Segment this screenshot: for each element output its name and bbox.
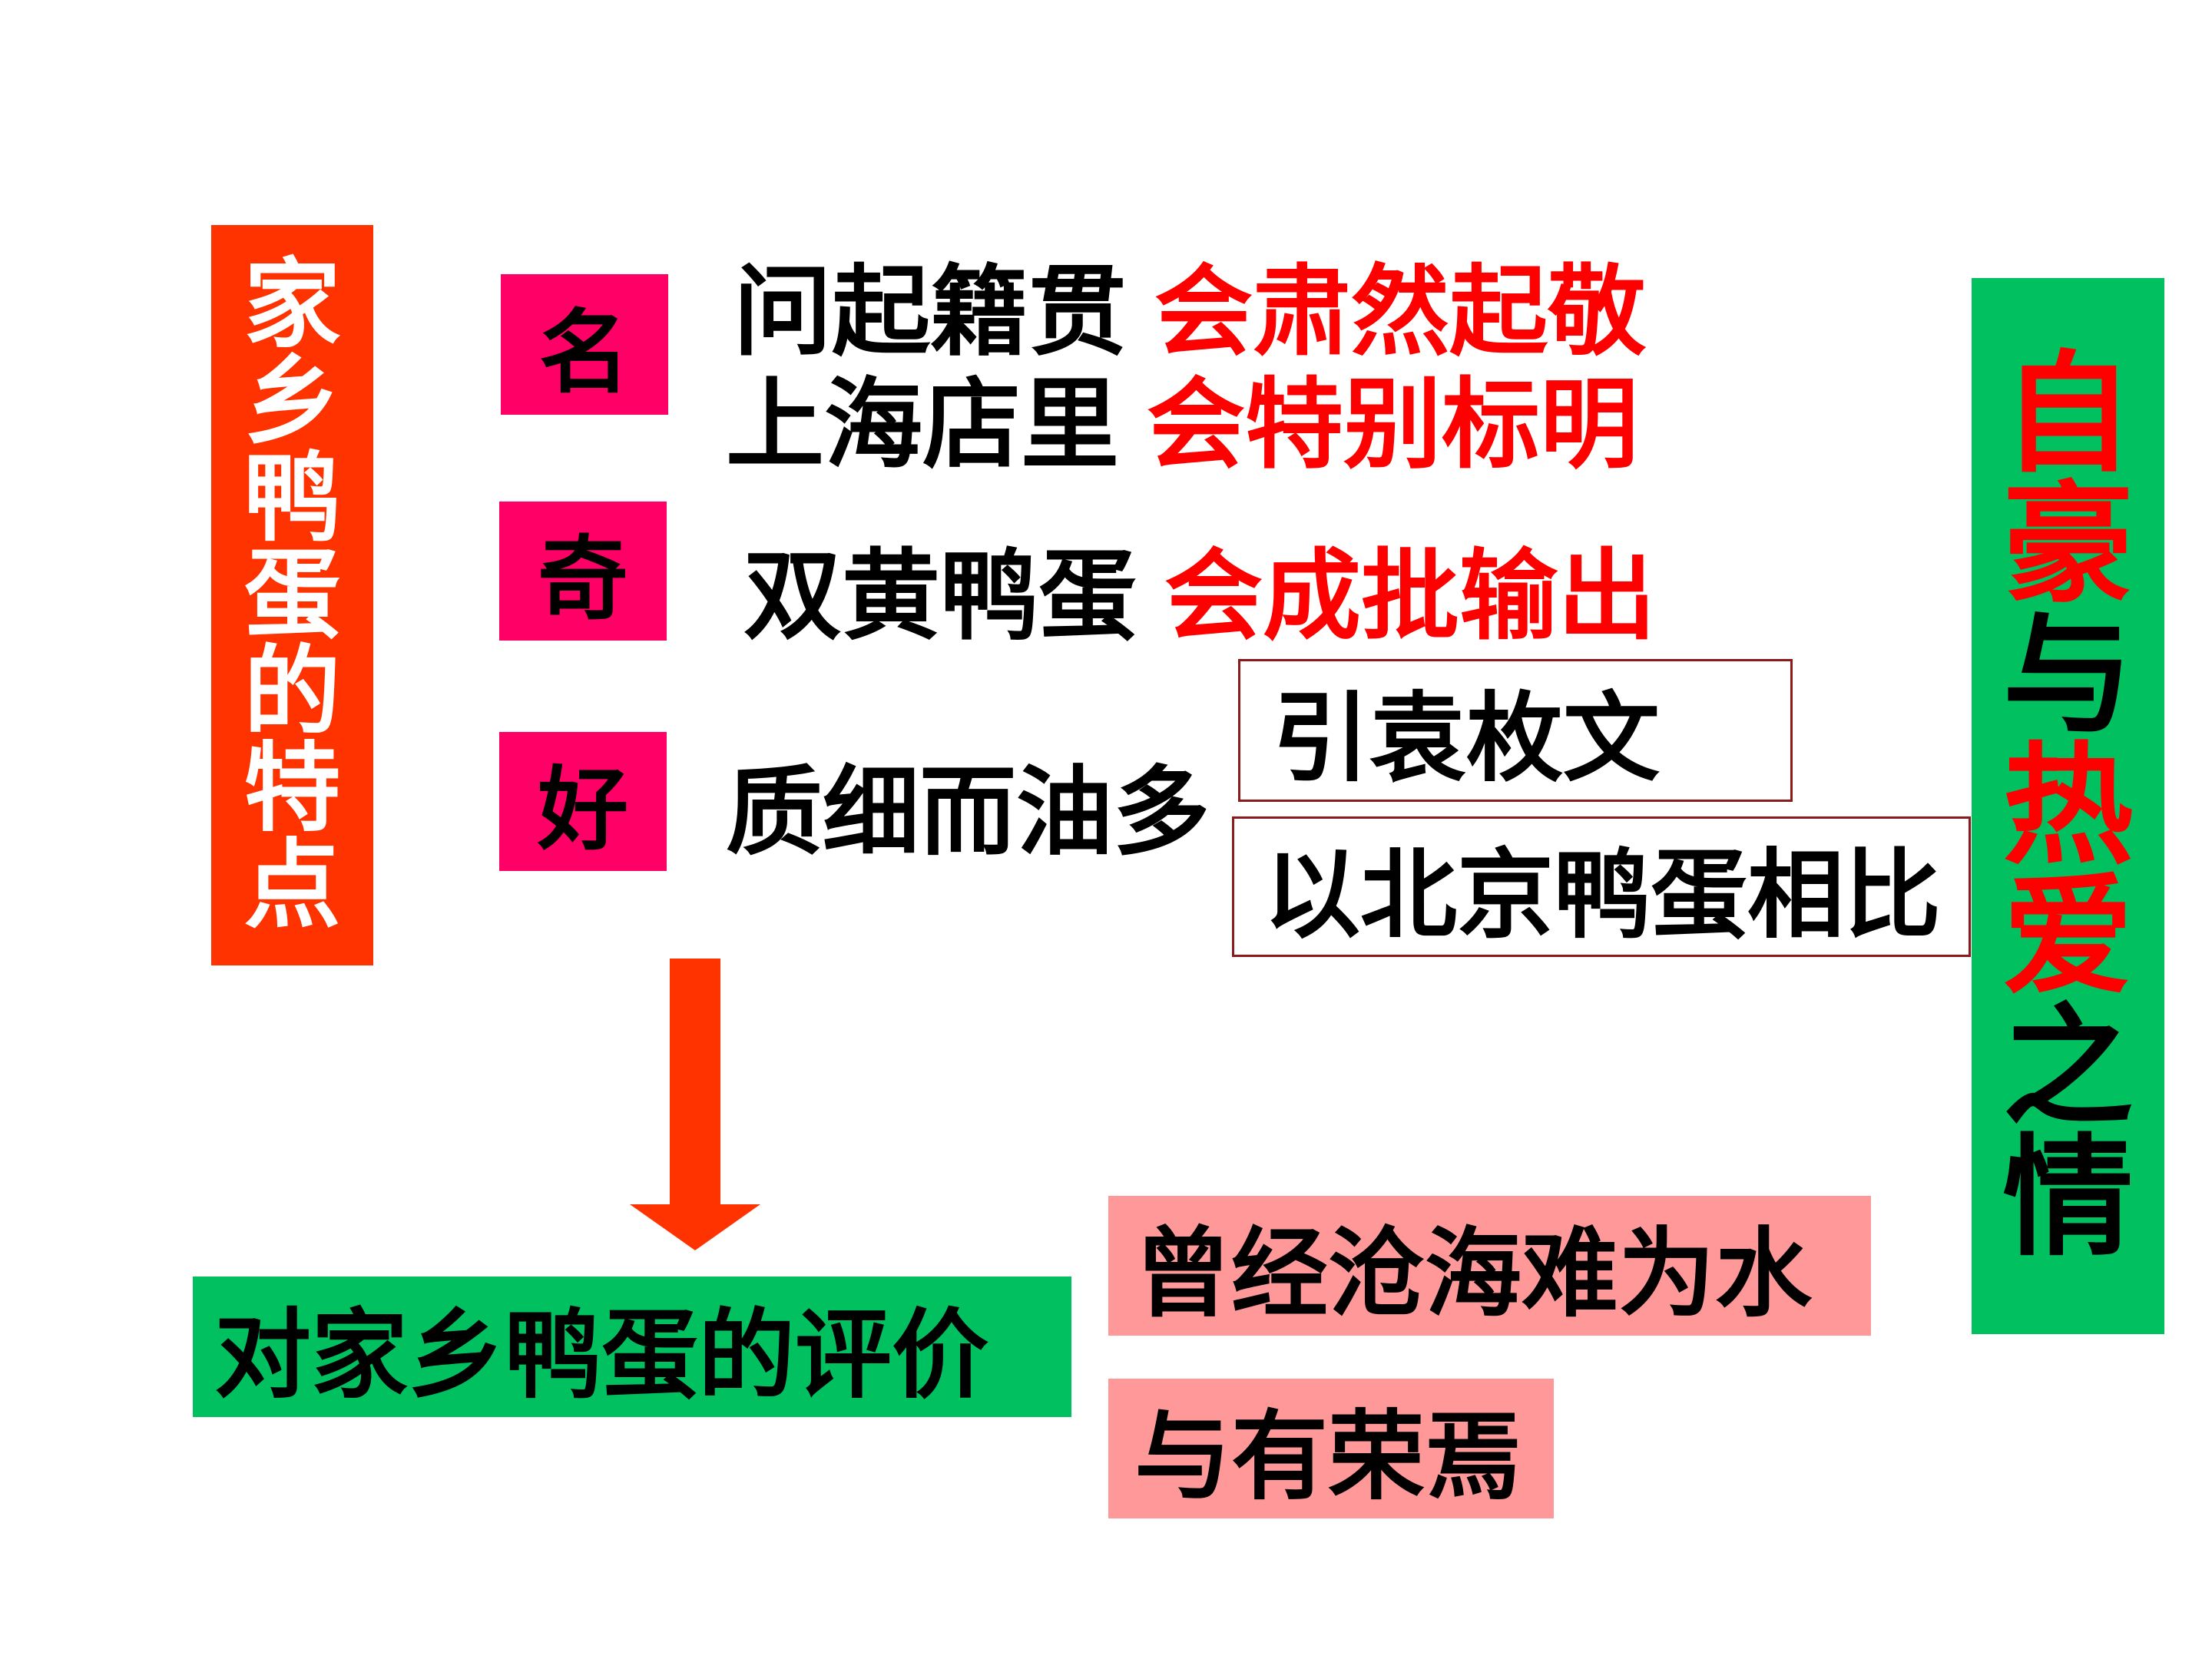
hao-line: 质细而油多 — [726, 764, 1210, 861]
down-arrow-icon — [630, 959, 760, 1250]
beijing-compare-text: 以北京鸭蛋相比 — [1263, 838, 1941, 952]
ming-line-1-black: 问起籍贯 — [733, 255, 1128, 369]
tag-hao: 好 — [499, 732, 667, 871]
right-title-char: 爱 — [2002, 860, 2134, 1013]
qi-line-black: 双黄鸭蛋 — [743, 539, 1137, 654]
qi-line: 双黄鸭蛋会成批输出 — [743, 548, 1656, 646]
left-title-char: 的 — [243, 635, 341, 748]
beijing-compare-box: 以北京鸭蛋相比 — [1232, 816, 1971, 957]
right-title-char: 与 — [2002, 599, 2134, 752]
left-title-char: 鸭 — [243, 442, 341, 555]
left-title-char: 特 — [243, 732, 341, 845]
ming-line-1-red: 会肃然起敬 — [1154, 255, 1647, 369]
quote-box-2: 与有荣焉 — [1108, 1379, 1554, 1518]
right-title-char: 之 — [2002, 991, 2134, 1144]
ming-line-2: 上海店里会特别标明 — [726, 376, 1638, 475]
left-title-char: 蛋 — [243, 538, 341, 651]
hao-text: 质细而油多 — [726, 756, 1210, 869]
right-title-box: 自 豪 与 热 爱 之 情 — [1972, 278, 2164, 1334]
ming-line-2-black: 上海店里 — [726, 368, 1120, 482]
evaluation-box: 对家乡鸭蛋的评价 — [193, 1277, 1071, 1417]
qi-line-red: 会成批输出 — [1164, 539, 1657, 654]
quote-text-1: 曾经沧海难为水 — [1134, 1217, 1812, 1330]
left-title-char: 家 — [243, 248, 341, 361]
left-title-char: 乡 — [243, 345, 341, 458]
evaluation-text: 对家乡鸭蛋的评价 — [214, 1298, 988, 1412]
right-title-char: 豪 — [2002, 469, 2134, 621]
tag-ming-label: 名 — [538, 300, 630, 406]
ming-line-1: 问起籍贯会肃然起敬 — [733, 263, 1646, 362]
quote-text-2: 与有荣焉 — [1134, 1400, 1522, 1513]
right-title-char: 热 — [2002, 730, 2134, 882]
right-title-char: 情 — [2002, 1121, 2134, 1274]
tag-qi-label: 奇 — [537, 526, 628, 632]
ming-line-2-red: 会特别标明 — [1147, 368, 1639, 482]
left-title-box: 家 乡 鸭 蛋 的 特 点 — [211, 225, 373, 965]
tag-hao-label: 好 — [537, 757, 628, 863]
quote-box-1: 曾经沧海难为水 — [1108, 1196, 1871, 1336]
left-title-char: 点 — [243, 829, 341, 942]
right-title-char: 自 — [2002, 338, 2134, 491]
tag-ming: 名 — [501, 274, 668, 415]
tag-qi: 奇 — [499, 502, 667, 641]
yuan-mei-text: 引袁枚文 — [1273, 682, 1660, 795]
yuan-mei-box: 引袁枚文 — [1238, 659, 1793, 802]
